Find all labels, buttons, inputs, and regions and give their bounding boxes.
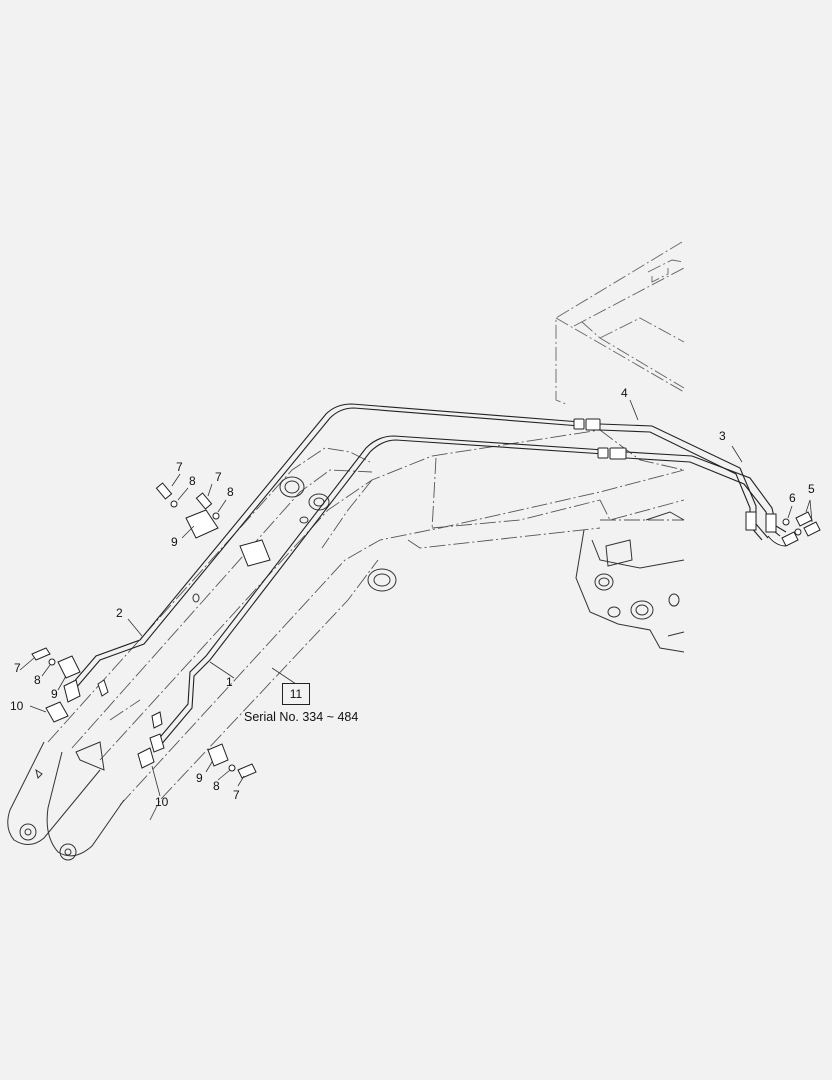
- clamp-assembly-lower-left: [31, 647, 109, 723]
- hose-joint-fittings: [573, 418, 777, 533]
- callout-7-lower-left: 7: [14, 661, 21, 675]
- callout-9-lower-right: 9: [196, 771, 203, 785]
- leader-lines: [19, 399, 813, 797]
- callout-5: 5: [808, 482, 815, 496]
- callout-1: 1: [226, 675, 233, 689]
- hose-3: [625, 451, 787, 537]
- upper-frame-outline: [555, 241, 685, 405]
- callout-7-upper-right: 7: [215, 470, 222, 484]
- callout-11-box: 11: [282, 683, 310, 705]
- swing-bracket: [575, 511, 685, 653]
- callout-3: 3: [719, 429, 726, 443]
- callout-8-lower-right: 8: [213, 779, 220, 793]
- callout-2: 2: [116, 606, 123, 620]
- callout-10-lower-left: 10: [10, 699, 24, 713]
- callout-10-lower-right: 10: [155, 795, 169, 809]
- pipe-1: [155, 435, 605, 747]
- serial-number-note: Serial No. 334 ~ 484: [244, 710, 359, 724]
- boom-pivot-bosses: [192, 476, 397, 603]
- callout-7-lower-right: 7: [233, 788, 240, 802]
- hose-4: [599, 423, 769, 541]
- callout-8-upper-left: 8: [189, 474, 196, 488]
- callout-8-lower-left: 8: [34, 673, 41, 687]
- clamp-assembly-lower-right: [137, 711, 257, 779]
- boom-outline: [47, 429, 685, 821]
- callout-4: 4: [621, 386, 628, 400]
- pipe-2: [71, 403, 581, 689]
- callout-7-upper-left: 7: [176, 460, 183, 474]
- callout-9-lower-left: 9: [51, 687, 58, 701]
- clamp-assembly-upper: [155, 482, 271, 567]
- callout-9-upper: 9: [171, 535, 178, 549]
- boom-foot: [7, 741, 125, 861]
- callout-6: 6: [789, 491, 796, 505]
- adapter-fittings-5-6: [767, 511, 821, 547]
- callout-8-upper-right: 8: [227, 485, 234, 499]
